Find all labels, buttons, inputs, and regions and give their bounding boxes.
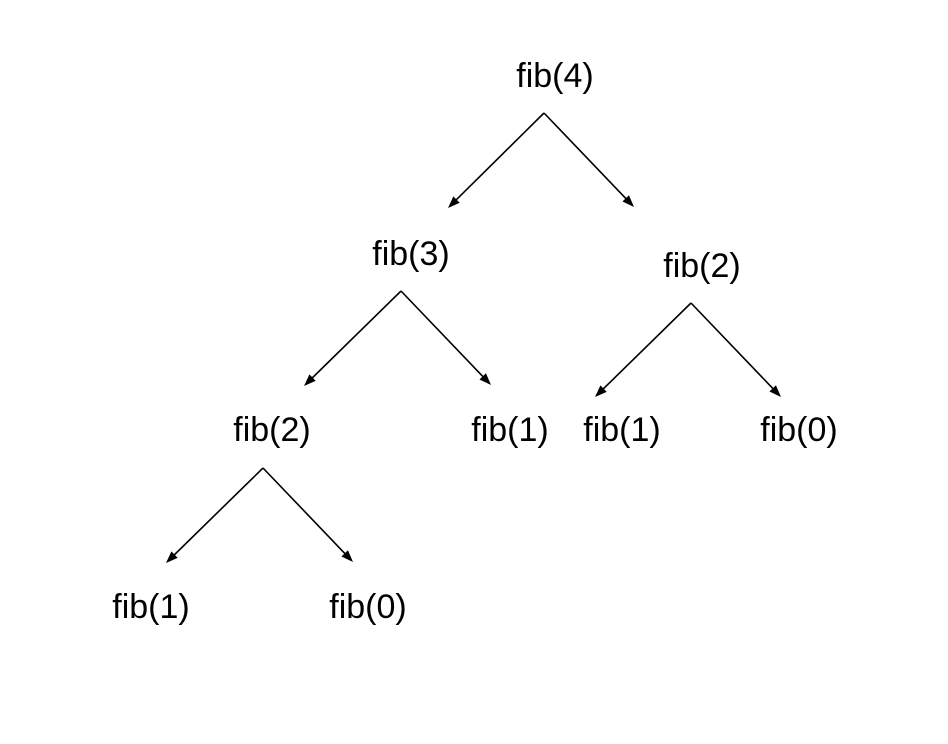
arrow-head bbox=[479, 373, 491, 385]
edge-arrow bbox=[262, 467, 353, 562]
edge-arrow bbox=[400, 290, 491, 385]
edge-line bbox=[543, 112, 628, 201]
arrow-head bbox=[622, 195, 634, 207]
edge-arrow bbox=[448, 112, 545, 208]
edge-line bbox=[400, 290, 485, 379]
edge-arrow bbox=[166, 467, 264, 563]
arrow-head bbox=[166, 551, 178, 563]
edge-arrow bbox=[304, 290, 402, 386]
edge-arrow bbox=[543, 112, 634, 207]
edge-line bbox=[601, 302, 692, 391]
edge-line bbox=[262, 467, 347, 556]
arrow-head bbox=[304, 374, 316, 386]
edge-line bbox=[690, 302, 775, 391]
tree-node-label: fib(0) bbox=[760, 411, 837, 449]
edge-line bbox=[172, 467, 264, 557]
edges-layer bbox=[166, 112, 781, 563]
edge-arrow bbox=[690, 302, 781, 397]
tree-node-label: fib(1) bbox=[471, 411, 548, 449]
arrow-head bbox=[595, 385, 607, 397]
tree-node-label: fib(4) bbox=[516, 57, 593, 95]
arrow-head bbox=[769, 385, 781, 397]
arrow-head bbox=[341, 550, 353, 562]
tree-node-label: fib(0) bbox=[329, 588, 406, 626]
tree-node-label: fib(3) bbox=[372, 235, 449, 273]
edge-line bbox=[454, 112, 545, 202]
tree-node-label: fib(2) bbox=[663, 247, 740, 285]
arrow-head bbox=[448, 196, 460, 208]
tree-node-label: fib(2) bbox=[233, 411, 310, 449]
edge-line bbox=[310, 290, 402, 380]
tree-node-label: fib(1) bbox=[112, 588, 189, 626]
edge-arrow bbox=[595, 302, 692, 397]
tree-node-label: fib(1) bbox=[583, 411, 660, 449]
nodes-layer: fib(4) fib(3) fib(2) fib(2) fib(1) fib(1) fib(… bbox=[112, 57, 837, 626]
